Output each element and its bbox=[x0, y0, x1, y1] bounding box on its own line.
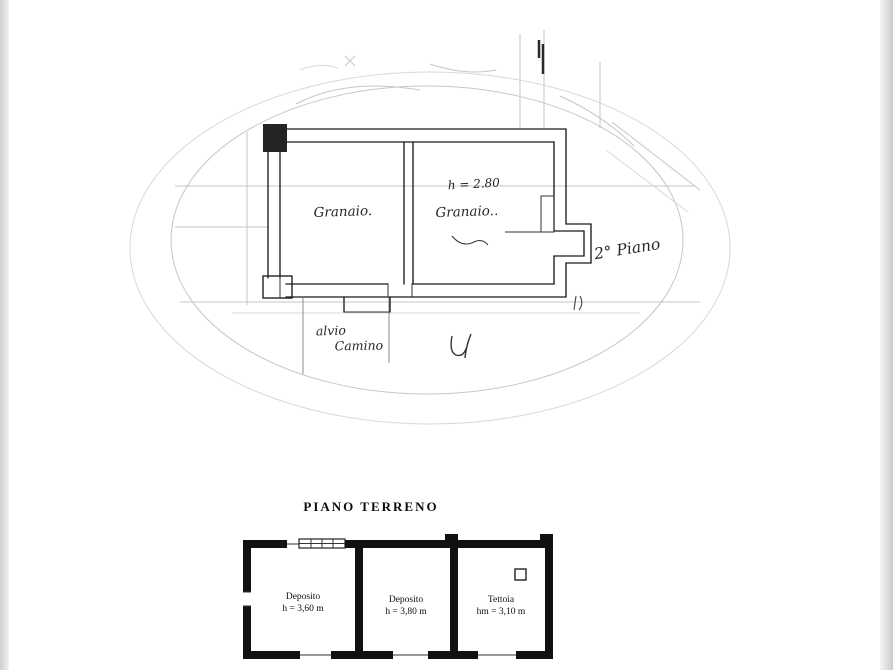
small-note-mark bbox=[573, 295, 583, 311]
upper-room-label-left: Granaio. bbox=[313, 203, 372, 221]
handwritten-marks bbox=[450, 235, 583, 359]
note-camino: Camino bbox=[335, 338, 384, 354]
height-annotation: h = 2.80 bbox=[447, 176, 500, 193]
upper-plan-walls bbox=[262, 124, 592, 313]
room-height-deposito-1: h = 3,60 m bbox=[282, 604, 324, 614]
floor-annotation: 2° Piano bbox=[592, 235, 661, 263]
ground-floor-title: PIANO TERRENO bbox=[303, 499, 438, 514]
room-label-deposito-1: Deposito bbox=[286, 592, 321, 602]
pencil-construction-lines bbox=[129, 30, 731, 425]
ground-floor-plan: PIANO TERRENO bbox=[243, 499, 553, 659]
chimney-block bbox=[263, 124, 287, 152]
pilaster bbox=[445, 534, 458, 548]
room-height-tettoia: hm = 3,10 m bbox=[477, 607, 526, 617]
room-label-deposito-2: Deposito bbox=[389, 595, 424, 605]
pillar-symbol bbox=[514, 568, 527, 581]
room-height-deposito-2: h = 3,80 m bbox=[385, 607, 427, 617]
tally-mark bbox=[450, 333, 472, 359]
scan-edge-left bbox=[0, 0, 9, 670]
upper-room-label-right: Granaio.. bbox=[435, 203, 498, 221]
window-symbol bbox=[298, 538, 346, 549]
scan-edge-right bbox=[880, 0, 893, 670]
room-label-tettoia: Tettoia bbox=[488, 595, 515, 605]
note-alvio: alvio bbox=[316, 322, 347, 338]
